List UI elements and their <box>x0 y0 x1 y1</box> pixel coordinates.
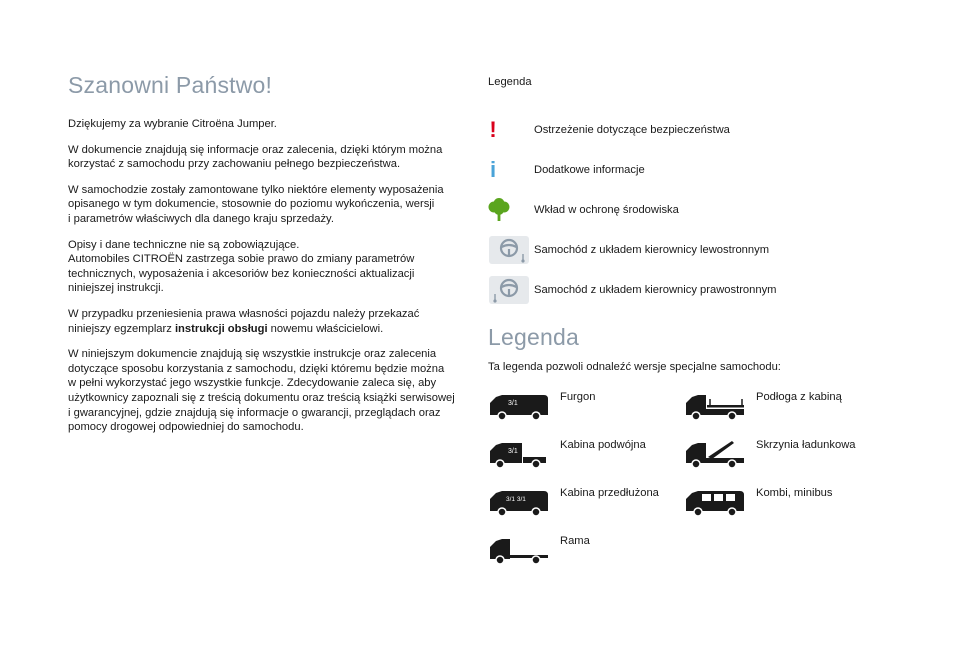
platform-cab-icon <box>686 395 744 421</box>
minibus-icon <box>686 491 744 517</box>
vehicle-van: 3/1 Furgon <box>488 391 684 425</box>
vehicle-extended-cab: 3/1 3/1 Kabina przedłużona <box>488 487 684 521</box>
ownership-bold: instrukcji obsługi <box>174 322 268 335</box>
exclamation-icon: ! <box>489 117 497 142</box>
legend-item-rhd: Samochód z układem kierownicy prawostron… <box>488 270 938 310</box>
page-title: Szanowni Państwo! <box>68 72 273 98</box>
double-cab-icon: 3/1 <box>490 443 546 469</box>
legend-text: Samochód z układem kierownicy prawostron… <box>534 284 777 296</box>
svg-text:3/1: 3/1 <box>508 400 518 407</box>
svg-text:3/1: 3/1 <box>508 448 518 455</box>
intro-column: Szanowni Państwo! Dziękujemy za wybranie… <box>68 72 463 446</box>
legend-item-lhd: Samochód z układem kierownicy lewostronn… <box>488 230 938 270</box>
steering-wheel-left-icon <box>489 236 529 264</box>
legend-text: Wkład w ochronę środowiska <box>534 204 679 216</box>
vehicle-label: Skrzynia ładunkowa <box>756 439 856 451</box>
paragraph-specs: Opisy i dane techniczne nie są zobowiązu… <box>68 238 415 295</box>
paragraph-ownership: W przypadku przeniesienia prawa własnośc… <box>68 307 463 336</box>
vehicle-label: Kabina podwójna <box>560 439 646 451</box>
paragraph-safety: W dokumencie znajdują się informacje ora… <box>68 143 443 171</box>
vehicle-label: Kombi, minibus <box>756 487 833 499</box>
section-heading: Legenda <box>488 324 579 350</box>
legend-label: Legenda <box>488 76 532 88</box>
extended-cab-icon: 3/1 3/1 <box>490 491 548 517</box>
vehicle-double-cab: 3/1 Kabina podwójna <box>488 439 684 473</box>
vehicle-platform-cab: Podłoga z kabiną <box>684 391 880 425</box>
legend-text: Dodatkowe informacje <box>534 164 645 176</box>
ownership-text-2: nowemu właścicielowi. <box>267 322 384 335</box>
vehicle-label: Podłoga z kabiną <box>756 391 842 403</box>
van-icon: 3/1 <box>490 395 548 421</box>
legend-column: Legenda ! Ostrzeżenie dotyczące bezpiecz… <box>488 76 938 569</box>
chassis-icon <box>490 539 548 565</box>
vehicle-grid: 3/1 Furgon Podłoga z kabiną 3/1 <box>488 391 938 569</box>
legend-item-warning: ! Ostrzeżenie dotyczące bezpieczeństwa <box>488 110 938 150</box>
tree-icon <box>488 198 510 221</box>
legend-item-eco: Wkład w ochronę środowiska <box>488 190 938 230</box>
svg-text:3/1 3/1: 3/1 3/1 <box>506 496 526 503</box>
info-icon: i <box>489 157 497 182</box>
paragraph-equipment: W samochodzie zostały zamontowane tylko … <box>68 183 444 225</box>
legend-text: Ostrzeżenie dotyczące bezpieczeństwa <box>534 124 730 136</box>
vehicle-label: Kabina przedłużona <box>560 487 659 499</box>
legend-text: Samochód z układem kierownicy lewostronn… <box>534 244 770 256</box>
section-intro: Ta legenda pozwoli odnaleźć wersje specj… <box>488 361 781 373</box>
paragraph-thanks: Dziękujemy za wybranie Citroëna Jumper. <box>68 118 277 130</box>
tipper-icon <box>686 441 744 469</box>
vehicle-chassis: Rama <box>488 535 684 569</box>
legend-item-info: i Dodatkowe informacje <box>488 150 938 190</box>
ownership-text-1: W przypadku przeniesienia prawa własnośc… <box>68 307 420 335</box>
vehicle-label: Furgon <box>560 391 596 403</box>
vehicle-minibus: Kombi, minibus <box>684 487 880 521</box>
steering-wheel-right-icon <box>489 276 529 304</box>
vehicle-tipper: Skrzynia ładunkowa <box>684 439 880 473</box>
vehicle-label: Rama <box>560 535 590 547</box>
paragraph-instructions: W niniejszym dokumencie znajdują się wsz… <box>68 348 455 434</box>
